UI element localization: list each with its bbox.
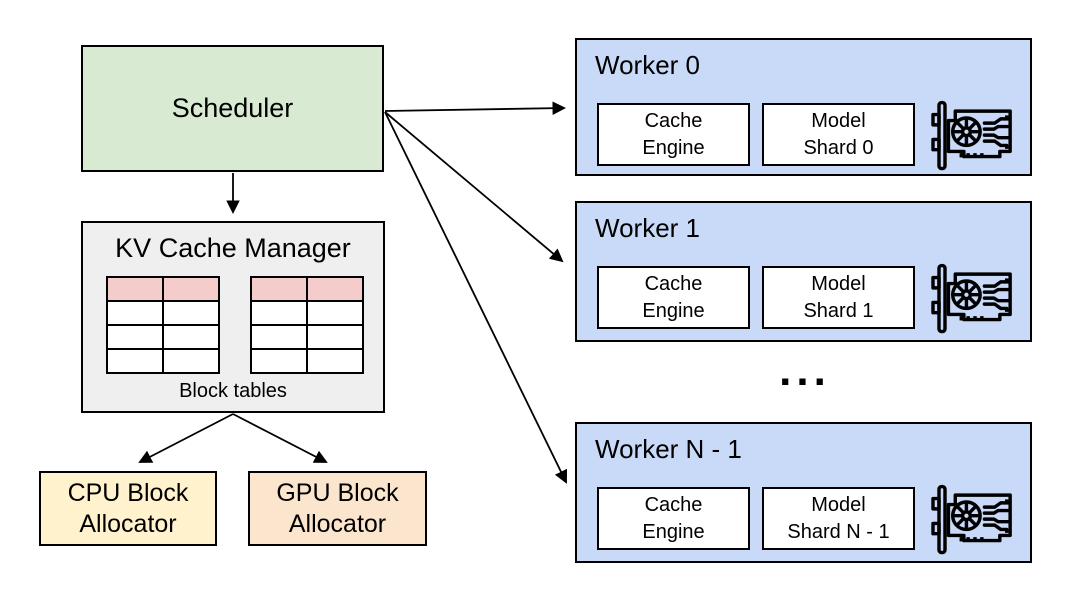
block-table-header-cell — [251, 277, 307, 301]
block-table-cell — [163, 325, 219, 349]
model-shard-node: Model Shard 1 — [762, 266, 915, 329]
block-table-cell — [307, 301, 363, 325]
block-table-cell — [163, 301, 219, 325]
gpu-card-icon — [931, 263, 1012, 334]
block-table-cell — [107, 301, 163, 325]
model-shard-label: Model Shard 0 — [803, 109, 874, 159]
worker-n-1-node: Worker N - 1 Cache Engine Model Shard N … — [575, 422, 1032, 563]
block-table-cell — [251, 349, 307, 373]
block-table-header-cell — [163, 277, 219, 301]
block-table — [250, 276, 364, 374]
model-shard-label: Model Shard N - 1 — [787, 493, 890, 543]
arrow-kv-to-gpu-allocator — [232, 413, 328, 463]
worker-1-node: Worker 1 Cache Engine Model Shard 1 — [575, 201, 1032, 342]
cpu-block-allocator-node: CPU Block Allocator — [39, 471, 217, 546]
block-table-cell — [107, 325, 163, 349]
cache-engine-node: Cache Engine — [597, 103, 750, 166]
cache-engine-node: Cache Engine — [597, 487, 750, 550]
cache-engine-label: Cache Engine — [642, 493, 705, 543]
arrow-scheduler-to-worker-0 — [384, 101, 567, 115]
block-tables-caption: Block tables — [179, 380, 287, 402]
block-table-cell — [307, 349, 363, 373]
block-table-cell — [163, 349, 219, 373]
kv-cache-manager-title: KV Cache Manager — [115, 233, 351, 263]
gpu-card-icon — [931, 100, 1012, 171]
worker-0-title: Worker 0 — [595, 50, 700, 80]
model-shard-node: Model Shard 0 — [762, 103, 915, 166]
kv-cache-manager-node: KV Cache Manager Block tables — [81, 221, 385, 413]
cache-engine-node: Cache Engine — [597, 266, 750, 329]
gpu-card-icon — [931, 484, 1012, 555]
worker-0-node: Worker 0 Cache Engine Model Shard 0 — [575, 38, 1032, 176]
block-table-cell — [107, 349, 163, 373]
arrow-scheduler-to-worker-1 — [384, 111, 564, 263]
block-table-header-cell — [307, 277, 363, 301]
gpu-block-allocator-node: GPU Block Allocator — [248, 471, 427, 546]
workers-ellipsis: ... — [779, 346, 831, 395]
worker-n-1-title: Worker N - 1 — [595, 434, 742, 464]
scheduler-label: Scheduler — [171, 93, 294, 123]
worker-1-title: Worker 1 — [595, 213, 700, 243]
scheduler-node: Scheduler — [81, 45, 384, 172]
model-shard-node: Model Shard N - 1 — [762, 487, 915, 550]
block-table — [106, 276, 220, 374]
arrow-kv-to-cpu-allocator — [138, 413, 234, 463]
cpu-block-allocator-label: CPU Block Allocator — [67, 478, 189, 538]
arrow-scheduler-to-worker-n — [384, 111, 568, 484]
model-shard-label: Model Shard 1 — [803, 272, 874, 322]
cache-engine-label: Cache Engine — [642, 272, 705, 322]
gpu-block-allocator-label: GPU Block Allocator — [276, 478, 399, 538]
block-table-cell — [251, 325, 307, 349]
block-table-cell — [307, 325, 363, 349]
cache-engine-label: Cache Engine — [642, 109, 705, 159]
block-table-cell — [251, 301, 307, 325]
block-table-header-cell — [107, 277, 163, 301]
